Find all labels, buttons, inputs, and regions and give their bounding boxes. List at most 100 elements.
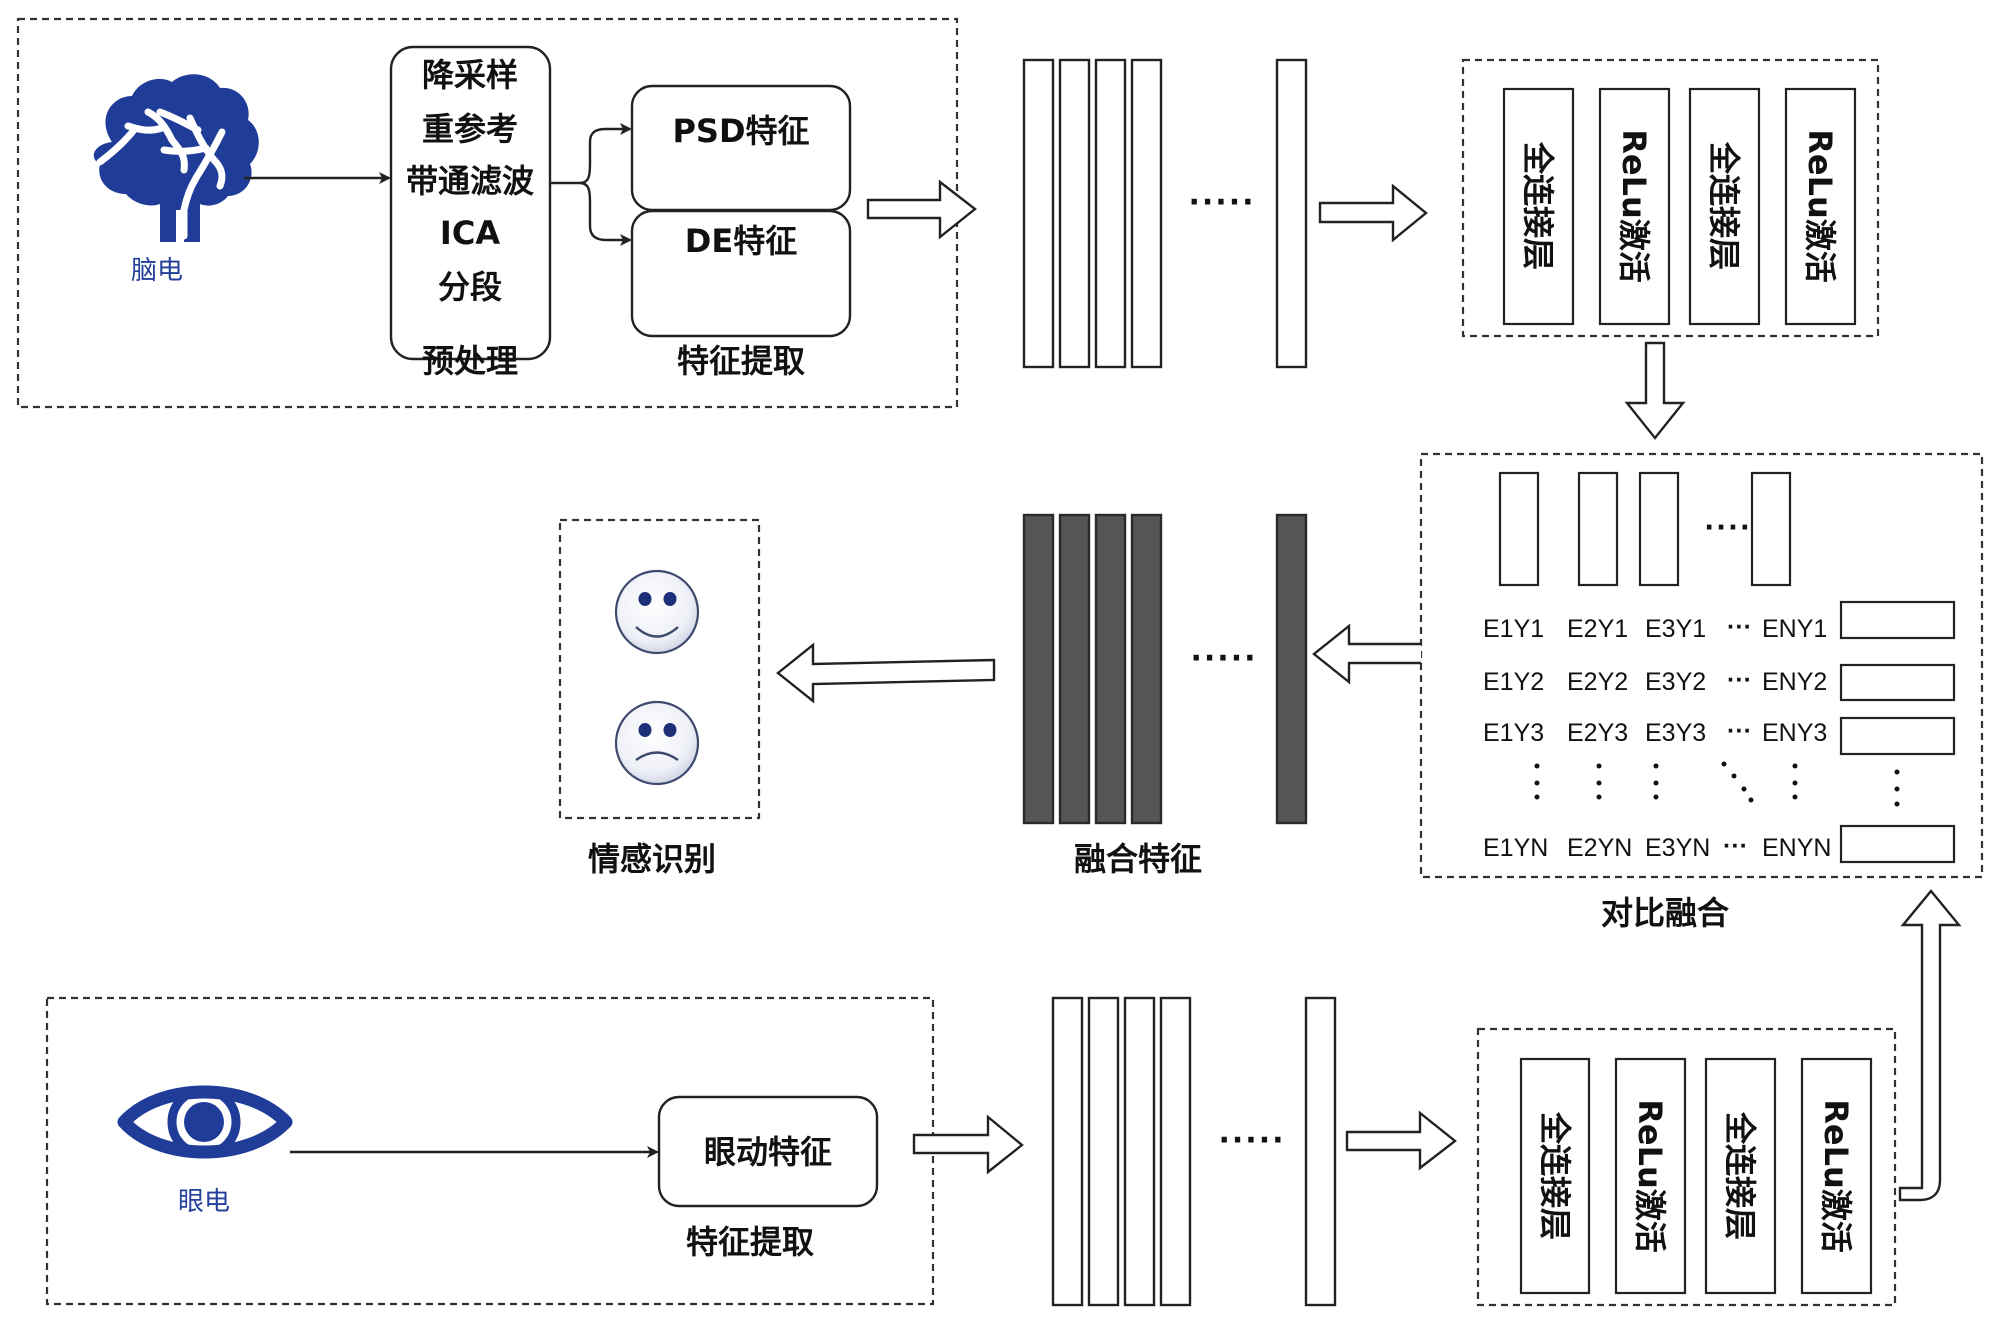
preprocessing-step: ICA xyxy=(440,214,500,252)
diagonal-ellipsis-dot xyxy=(1721,761,1727,767)
vertical-ellipsis-dot xyxy=(1596,780,1602,786)
preprocessing-step: 重参考 xyxy=(422,110,518,148)
feature-map xyxy=(1304,996,1337,1307)
relu-layer-label: ReLu激活 xyxy=(1801,129,1839,283)
feature-map xyxy=(1022,58,1055,369)
matrix-cell: ENY1 xyxy=(1762,615,1827,643)
stack-ellipsis: ····· xyxy=(1219,1123,1286,1158)
hollow-arrow-down xyxy=(1624,341,1686,440)
eye-source-label: 眼电 xyxy=(178,1187,230,1217)
eye-feature-stack: ····· xyxy=(1051,996,1337,1307)
relu-layer: ReLu激活 xyxy=(1784,87,1857,326)
preprocessing-step: 带通滤波 xyxy=(406,162,534,200)
eye-icon xyxy=(117,1085,293,1159)
eeg-feature-stack: ····· xyxy=(1022,58,1308,369)
fc-layer: 全连接层 xyxy=(1704,1057,1777,1295)
row-score-box xyxy=(1839,600,1956,640)
vertical-ellipsis-dot xyxy=(1792,794,1798,800)
relu-layer: ReLu激活 xyxy=(1614,1057,1687,1295)
relu-layer: ReLu激活 xyxy=(1598,87,1671,326)
hollow-arrow-right xyxy=(1318,183,1428,243)
hollow-arrow-right xyxy=(866,179,977,240)
vertical-ellipsis-dot xyxy=(1534,763,1540,769)
vertical-ellipsis-dot xyxy=(1596,763,1602,769)
emotion-recognition-caption: 情感识别 xyxy=(588,840,716,878)
happy-face-icon xyxy=(614,569,700,655)
matrix-cell: E3Y1 xyxy=(1645,615,1706,643)
brain-icon xyxy=(93,74,259,243)
feature-map xyxy=(1159,996,1192,1307)
relu-layer: ReLu激活 xyxy=(1800,1057,1873,1295)
matrix-cell: E3Y2 xyxy=(1645,668,1706,696)
matrix-cell: ENY3 xyxy=(1762,719,1827,747)
matrix-cell: E3YN xyxy=(1645,834,1710,862)
hollow-arrow-right xyxy=(912,1114,1024,1175)
relu-layer-label: ReLu激活 xyxy=(1631,1099,1669,1253)
row-score-box xyxy=(1839,716,1956,756)
contrastive-fusion-border xyxy=(1419,452,1984,879)
matrix-cell: E1Y1 xyxy=(1483,615,1544,643)
matrix-cell: E2Y3 xyxy=(1567,719,1628,747)
eeg-fc-block: 全连接层 ReLu激活 全连接层 ReLu激活 xyxy=(1461,58,1880,338)
connector-arrow xyxy=(579,181,632,246)
fc-layer-label: 全连接层 xyxy=(1705,141,1743,270)
feature-extraction-caption: 特征提取 xyxy=(677,342,805,380)
fused-feature-map xyxy=(1094,513,1127,825)
eeg-source-label: 脑电 xyxy=(131,256,183,286)
psd-feature-label: PSD特征 xyxy=(672,112,809,150)
vertical-ellipsis-dot xyxy=(1653,780,1659,786)
diagonal-ellipsis-dot xyxy=(1731,773,1737,779)
feature-map xyxy=(1130,58,1163,369)
embedding-vector xyxy=(1577,471,1619,587)
emotion-recognition-block xyxy=(558,518,761,820)
preprocessing-caption: 预处理 xyxy=(422,342,518,380)
eeg-module: 脑电 降采样 重参考 带通滤波 ICA 分段 预处理 PSD特征 DE特征 特征… xyxy=(16,17,977,409)
hollow-arrow-up xyxy=(1898,889,1962,1202)
sad-face-icon xyxy=(614,700,700,786)
row-ellipsis: ··· xyxy=(1727,717,1752,745)
feature-map xyxy=(1123,996,1156,1307)
fused-feature-stack: ····· xyxy=(1022,513,1308,825)
fc-layer: 全连接层 xyxy=(1502,87,1575,326)
contrastive-fusion-caption: 对比融合 xyxy=(1601,894,1729,932)
stack-ellipsis: ····· xyxy=(1189,185,1256,220)
fc-layer-label: 全连接层 xyxy=(1519,141,1557,270)
feature-map xyxy=(1087,996,1120,1307)
hollow-arrow-left xyxy=(776,642,996,704)
preprocessing-step: 降采样 xyxy=(422,56,518,94)
eye-feature-extraction-caption: 特征提取 xyxy=(686,1223,814,1261)
fc-layer: 全连接层 xyxy=(1519,1057,1591,1295)
matrix-cell: E2Y1 xyxy=(1567,615,1628,643)
row-score-box xyxy=(1839,824,1956,864)
fused-features-caption: 融合特征 xyxy=(1074,840,1202,878)
fc-layer-label: 全连接层 xyxy=(1536,1111,1574,1240)
connector-arrow xyxy=(550,123,632,185)
matrix-cell: ENY2 xyxy=(1762,668,1827,696)
de-feature-label: DE特征 xyxy=(685,222,797,260)
eeg-fc-border xyxy=(1461,58,1880,338)
vertical-ellipsis-dot xyxy=(1894,801,1900,807)
vertical-ellipsis-dot xyxy=(1792,780,1798,786)
vertical-ellipsis-dot xyxy=(1596,794,1602,800)
matrix-cell: E3Y3 xyxy=(1645,719,1706,747)
feature-map xyxy=(1275,58,1308,369)
eye-movement-feature-label: 眼动特征 xyxy=(704,1133,832,1171)
emotion-border xyxy=(558,518,761,820)
matrix-cell: E1Y3 xyxy=(1483,719,1544,747)
de-feature-box xyxy=(630,209,852,338)
fused-feature-map xyxy=(1022,513,1055,825)
stack-ellipsis: ····· xyxy=(1191,641,1258,676)
embedding-vector xyxy=(1498,471,1540,587)
vertical-ellipsis-dot xyxy=(1894,786,1900,792)
hollow-arrow-right xyxy=(1345,1110,1457,1171)
feature-map xyxy=(1051,996,1084,1307)
eye-module: 眼电 眼动特征 特征提取 xyxy=(45,996,1024,1306)
eye-movement-feature-box xyxy=(657,1095,879,1208)
diagonal-ellipsis-dot xyxy=(1748,797,1754,803)
vertical-ellipsis-dot xyxy=(1894,769,1900,775)
eye-fc-block: 全连接层 ReLu激活 全连接层 ReLu激活 xyxy=(1476,1027,1897,1307)
matrix-cell: ENYN xyxy=(1762,834,1831,862)
